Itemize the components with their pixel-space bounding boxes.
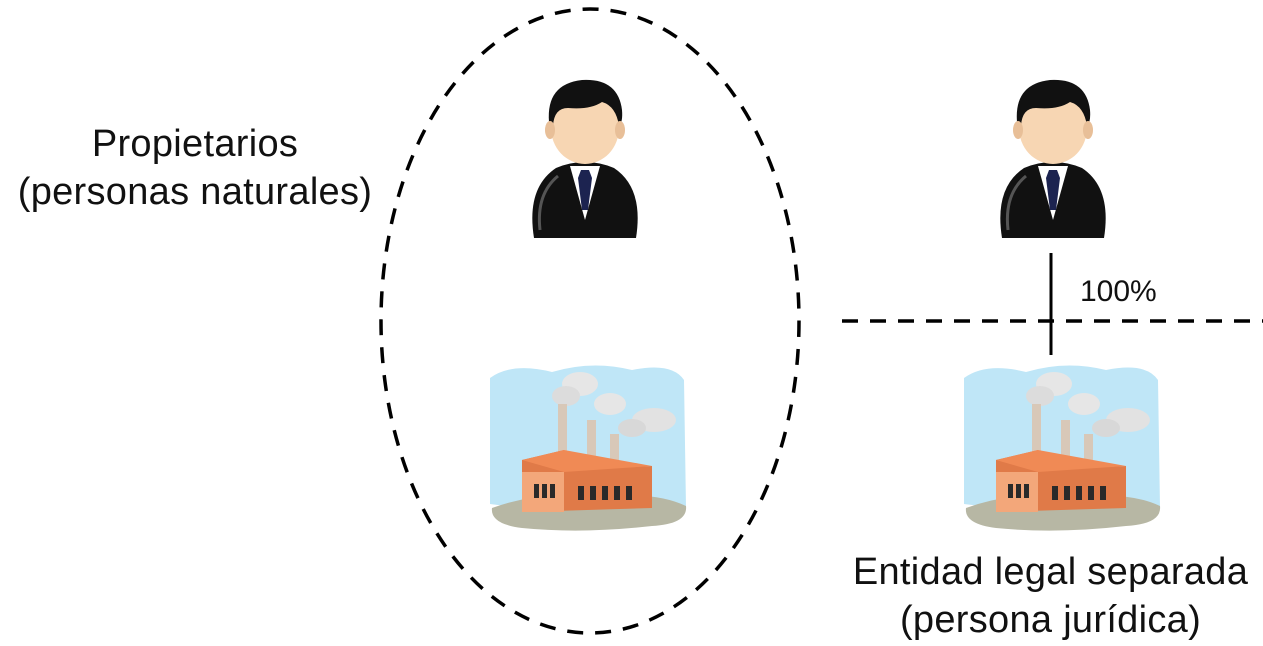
entity-label: Entidad legal separada (persona jurídica… <box>838 548 1263 644</box>
factory-icon <box>964 365 1161 531</box>
ownership-percent-label: 100% <box>1080 275 1157 308</box>
owners-label-title: Propietarios <box>91 123 299 165</box>
entity-label-title: Entidad legal separada <box>852 551 1249 593</box>
owners-label-subtitle: (personas naturales) <box>17 171 373 213</box>
owners-label: Propietarios (personas naturales) <box>0 120 390 216</box>
owners-boundary-ellipse <box>379 7 801 635</box>
entity-label-subtitle: (persona jurídica) <box>899 599 1202 641</box>
businessman-icon <box>532 79 638 238</box>
businessman-icon <box>1000 79 1106 238</box>
factory-icon <box>490 365 687 531</box>
